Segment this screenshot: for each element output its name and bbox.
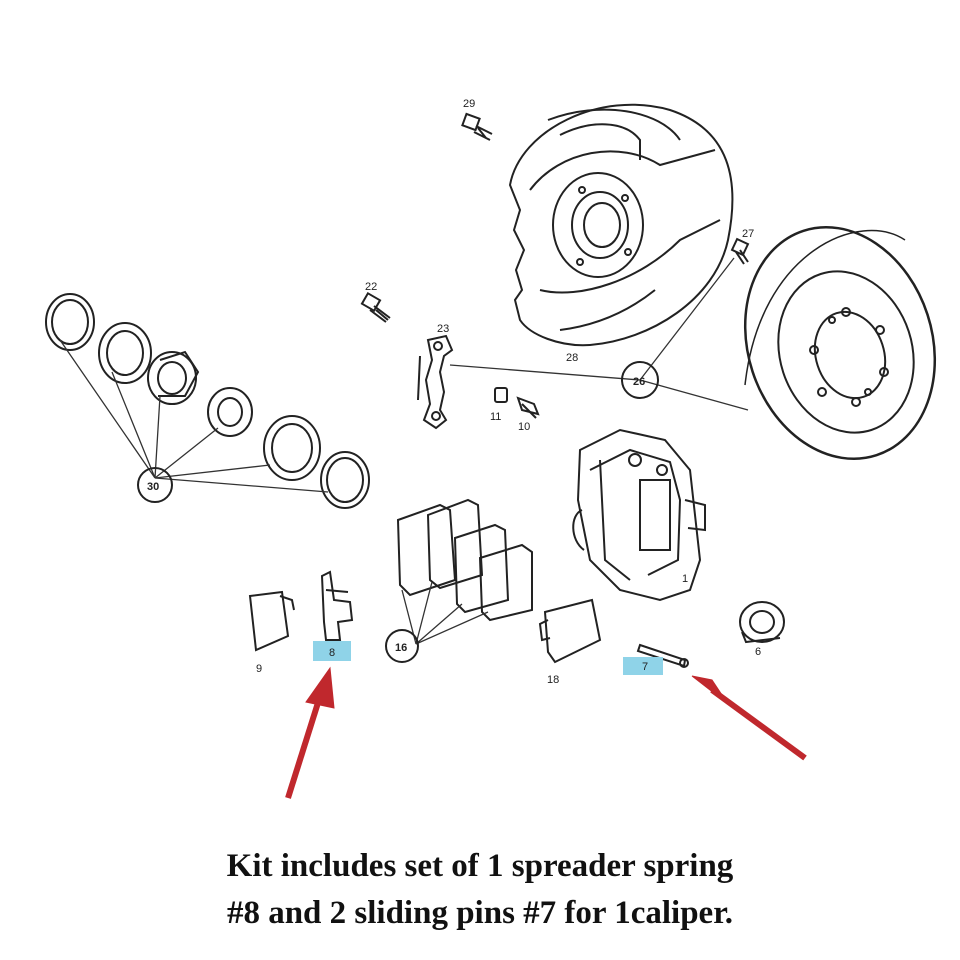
bleeder-11 xyxy=(494,387,508,403)
callout-hub-30 xyxy=(137,467,173,503)
caption-line-1: Kit includes set of 1 spreader spring xyxy=(226,848,734,884)
callout-16: 16 xyxy=(395,642,407,654)
bolt-22 xyxy=(360,291,391,323)
callout-1: 1 xyxy=(682,573,688,585)
arrow-8 xyxy=(285,689,325,799)
callout-22: 22 xyxy=(365,281,377,293)
callout-27: 27 xyxy=(742,228,754,240)
arrow-8-head xyxy=(305,666,335,709)
seal-kit xyxy=(45,293,370,509)
callout-9: 9 xyxy=(256,663,262,675)
red-arrows xyxy=(285,666,807,799)
highlight-box-7 xyxy=(623,657,663,675)
callout-29: 29 xyxy=(463,98,475,110)
splash-shield xyxy=(508,103,734,347)
callout-26: 26 xyxy=(633,376,645,388)
bolt-29 xyxy=(461,112,493,141)
anti-squeal-shim-18 xyxy=(538,598,602,664)
callout-10: 10 xyxy=(518,421,530,433)
callout-hub-16 xyxy=(385,629,419,663)
callout-7: 7 xyxy=(642,661,648,673)
caption-line-2: #8 and 2 sliding pins #7 for 1caliper. xyxy=(226,895,734,931)
callout-hub-26 xyxy=(621,361,659,399)
arrow-7-head xyxy=(691,675,729,705)
highlight-box-8 xyxy=(313,641,351,661)
callout-6: 6 xyxy=(755,646,761,658)
sliding-pin-7 xyxy=(636,643,689,668)
bleeder-10 xyxy=(516,396,540,419)
brake-pads xyxy=(396,498,533,622)
arrow-7 xyxy=(710,687,807,761)
bushing-6 xyxy=(739,601,785,644)
callout-28: 28 xyxy=(566,352,578,364)
callout-11: 11 xyxy=(490,411,501,423)
spreader-spring-8 xyxy=(320,570,354,641)
leader-lines xyxy=(59,257,749,645)
callout-30: 30 xyxy=(147,481,159,493)
callout-8: 8 xyxy=(329,647,335,659)
bolt-27 xyxy=(730,237,750,265)
callout-18: 18 xyxy=(547,674,559,686)
caliper xyxy=(572,428,706,602)
brake-rotor xyxy=(743,225,937,461)
callout-23: 23 xyxy=(437,323,449,335)
anti-squeal-shim-9 xyxy=(248,590,295,652)
brake-line-23 xyxy=(417,334,454,430)
